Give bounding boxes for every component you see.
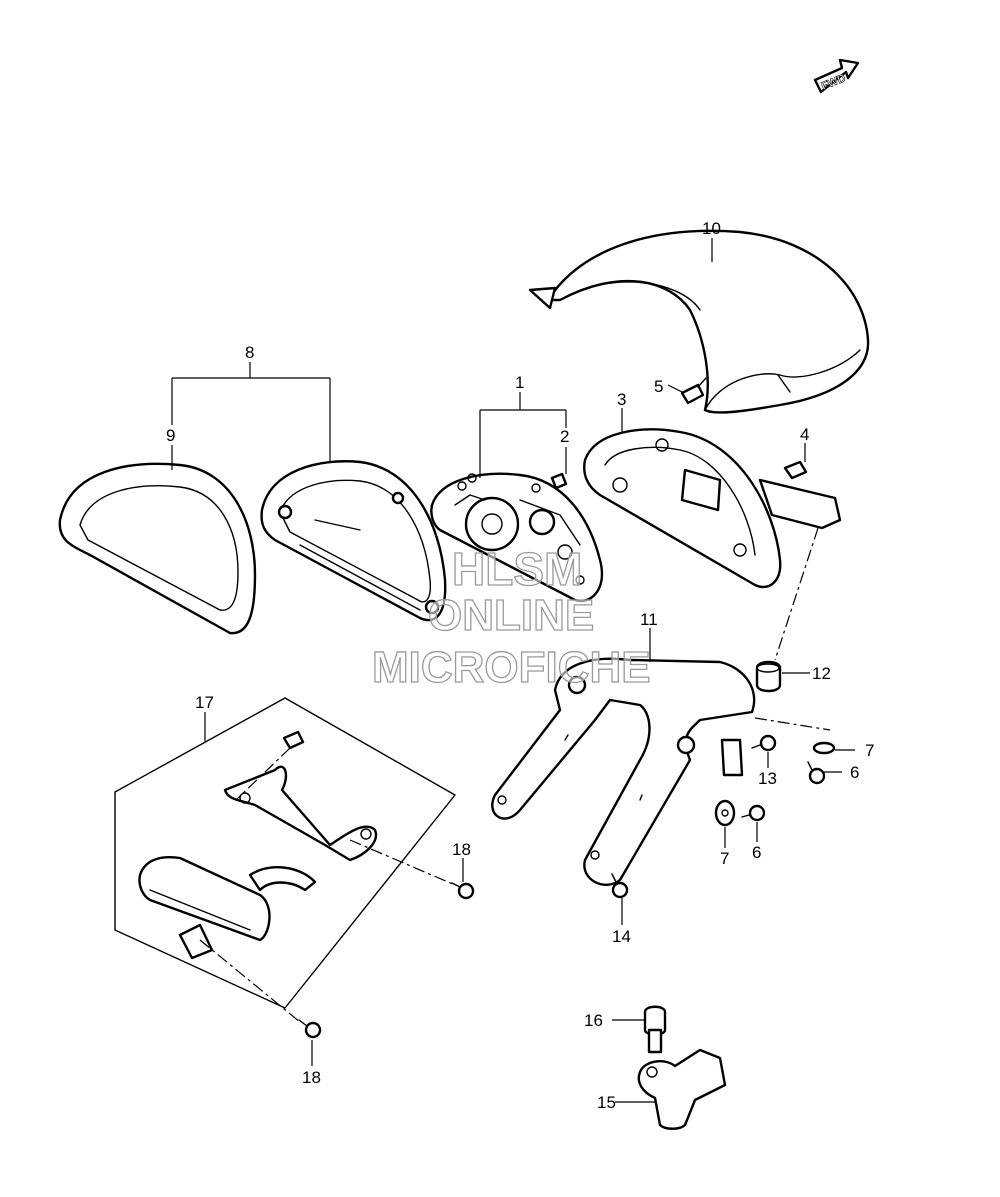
bolt-part-16 [643, 1005, 667, 1054]
callout-5: 5 [654, 377, 663, 396]
callout-7b: 7 [720, 849, 729, 868]
callout-6b: 6 [752, 843, 761, 862]
screw-part-18a [451, 882, 475, 900]
callout-18b: 18 [302, 1068, 321, 1087]
screw-part-6b [741, 804, 766, 822]
callout-2: 2 [560, 427, 569, 446]
watermark-line-2: ONLINE [428, 591, 594, 640]
light-assembly-box-part-17 [114, 697, 456, 1009]
callout-3: 3 [617, 390, 626, 409]
callout-18a: 18 [452, 840, 471, 859]
callout-10: 10 [702, 219, 721, 238]
callout-4: 4 [800, 425, 809, 444]
callout-12: 12 [812, 664, 831, 683]
watermark-line-3: MICROFICHE [372, 643, 651, 692]
alignment-dashed-lines [199, 527, 831, 1023]
leader-lines [171, 238, 855, 1103]
screw-part-18b [298, 1019, 322, 1039]
screw-part-13 [751, 734, 777, 752]
meter-bracket-part-11 [491, 657, 756, 886]
washer-part-7a [812, 741, 836, 755]
callout-16: 16 [584, 1011, 603, 1030]
callout-13: 13 [758, 769, 777, 788]
screw-part-6a [807, 761, 826, 785]
callout-7a: 7 [865, 741, 874, 760]
callout-6a: 6 [850, 763, 859, 782]
screw-part-4 [783, 460, 808, 480]
callout-14: 14 [612, 927, 631, 946]
screw-part-18-upper [282, 730, 305, 750]
callout-15: 15 [597, 1093, 616, 1112]
callout-1: 1 [515, 373, 524, 392]
washer-part-7b [714, 799, 736, 827]
callout-8: 8 [245, 343, 254, 362]
meter-cover-part-10 [528, 229, 870, 414]
meter-case-front-part-8 [260, 460, 447, 622]
fwd-arrow-icon: FWD [813, 58, 860, 94]
meter-case-rear-part-3 [583, 428, 842, 589]
callout-9: 9 [166, 426, 175, 445]
screw-part-2 [550, 472, 568, 490]
sensor-part-15 [637, 1048, 727, 1130]
meter-lens-part-9 [58, 462, 257, 635]
meter-assembly-part-1 [430, 472, 603, 603]
callout-11: 11 [640, 610, 658, 629]
screw-part-5 [680, 377, 707, 405]
grommet-part-12 [755, 660, 782, 693]
bolt-part-14 [611, 873, 629, 899]
watermark-line-1: HLSM [452, 543, 582, 595]
callout-17: 17 [195, 693, 214, 712]
